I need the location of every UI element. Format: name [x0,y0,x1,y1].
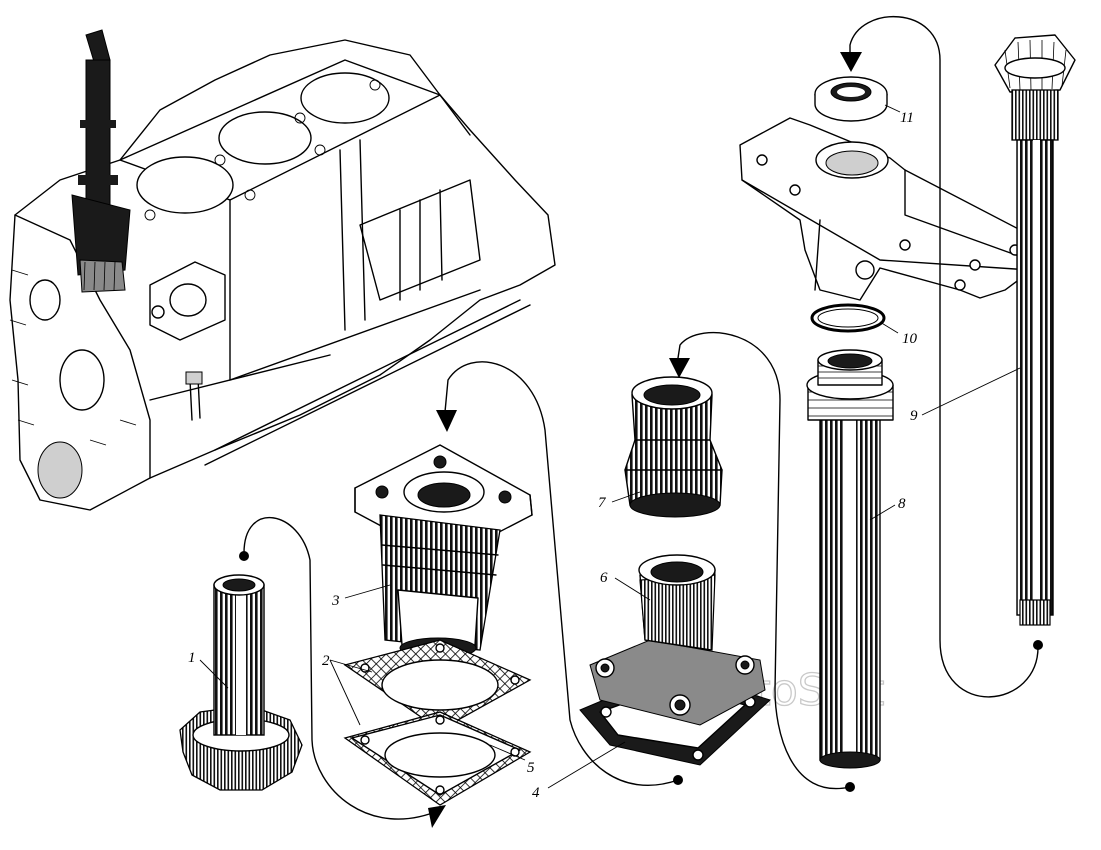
part-7-bushing [624,376,723,518]
part-10-o-ring [810,303,886,333]
part-2-gasket-upper [343,639,532,731]
callout-4: 4 [532,785,540,801]
part-1-gear-sleeve [179,574,303,791]
callout-8: 8 [898,496,906,512]
callout-9: 9 [910,408,918,424]
callout-7: 7 [598,495,607,511]
part-9-drive-shaft [994,34,1076,626]
part-3-housing [354,444,533,659]
engine-block [9,29,556,511]
part-11-washer [814,76,888,122]
part-5-gasket-lower [343,711,532,806]
callout-2: 2 [322,653,330,669]
callout-6: 6 [600,570,608,586]
callout-1: 1 [188,650,196,666]
part-8-tube [806,349,894,769]
leader-lines [199,104,1021,789]
distributor-bracket [739,117,1033,301]
assembly-path-lines [239,16,1043,828]
callout-3: 3 [331,593,340,609]
callout-11: 11 [900,110,914,126]
callout-5: 5 [527,760,535,776]
drive-shaft-installed [71,29,131,293]
part-6-flange-housing [589,554,766,726]
callout-10: 10 [902,331,918,347]
